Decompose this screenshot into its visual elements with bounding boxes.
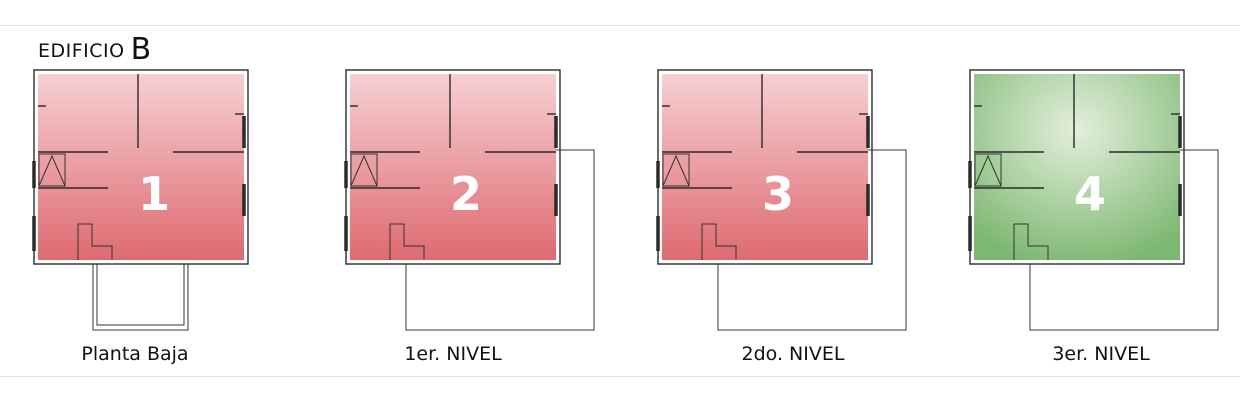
floor-label-planta-baja: Planta Baja [81,343,189,365]
top-divider [0,25,1240,26]
staircase-icon [350,153,378,187]
staircase-icon [662,153,690,187]
terrace-outline [405,149,595,331]
floor-plan-1er-nivel[interactable]: 2 [342,66,596,341]
floor-plan-planta-baja[interactable]: 1 [30,66,284,341]
floor-number: 2 [450,167,482,221]
floor-label-2do-nivel: 2do. NIVEL [741,343,845,365]
floor-plan-2do-nivel[interactable]: 3 [654,66,908,341]
floor-label-1er-nivel: 1er. NIVEL [404,343,502,365]
floor-number: 4 [1074,167,1106,221]
floor-plan-3er-nivel[interactable]: 4 [966,66,1220,341]
terrace-outline [717,149,907,331]
stair-detail [1013,223,1049,260]
stair-detail [389,223,425,260]
floor-fill [38,74,244,260]
stair-detail [701,223,737,260]
building-title-word: EDIFICIO [38,40,125,62]
entrance-porch [92,263,189,331]
stair-detail [77,223,113,260]
terrace-outline [1029,149,1219,331]
staircase-icon [38,153,66,187]
staircase-icon [974,153,1002,187]
floor-fill [974,74,1180,260]
floor-number: 3 [762,167,794,221]
bottom-divider [0,376,1240,377]
building-title-letter: B [130,32,152,67]
floor-label-3er-nivel: 3er. NIVEL [1052,343,1150,365]
floor-fill [350,74,556,260]
floor-number: 1 [138,167,170,221]
floor-fill [662,74,868,260]
